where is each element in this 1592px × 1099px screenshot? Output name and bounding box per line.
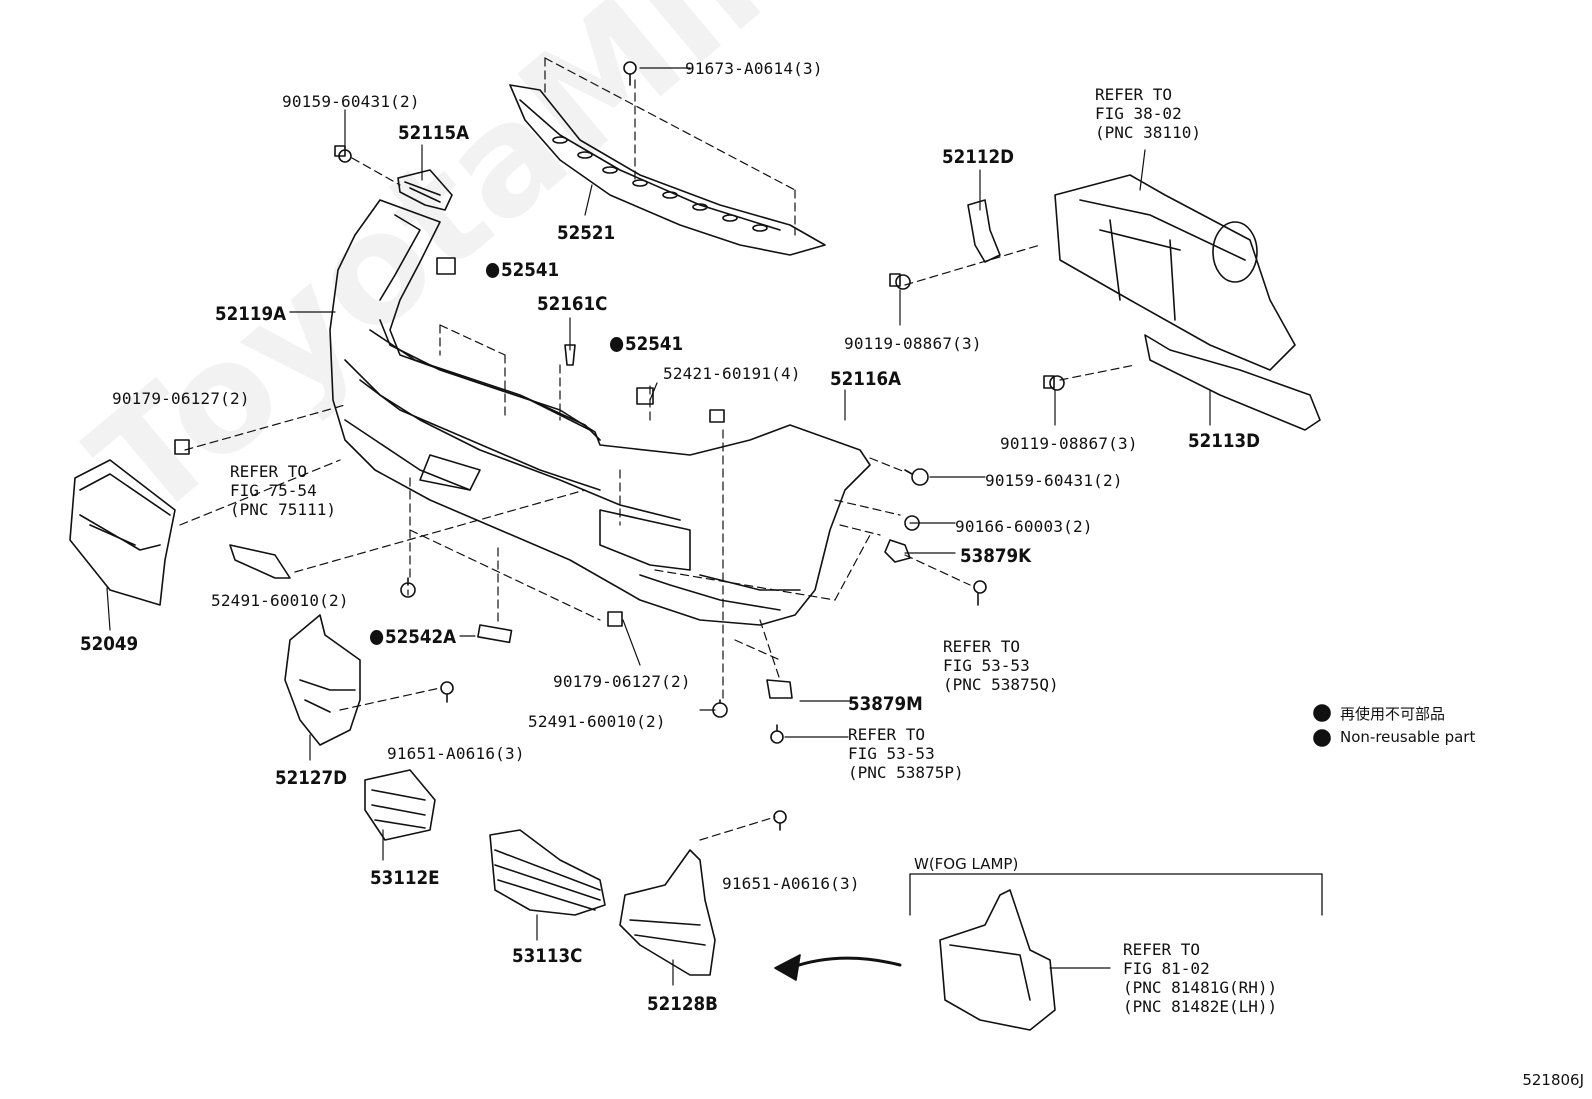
dashed-lines [179, 57, 1136, 841]
part-label-90179-06127-center: 90179-06127(2) [553, 672, 691, 691]
bumper-cover [329, 199, 871, 626]
part-label-52521: 52521 [557, 222, 616, 244]
bezel-52128B [619, 849, 716, 976]
part-label-90166-60003: 90166-60003(2) [955, 517, 1093, 536]
legend-dot-en [1313, 729, 1331, 747]
fasteners [334, 61, 1065, 831]
fog-cover-52049 [69, 459, 176, 606]
part-label-52119A: 52119A [215, 303, 287, 325]
part-label-52421-60191: 52421-60191(4) [663, 364, 801, 383]
leader-lines [106, 67, 1211, 986]
part-label-52541-upper: 52541 [486, 259, 559, 281]
part-label-90179-06127-left: 90179-06127(2) [112, 389, 250, 408]
part-label-91651-A0616-lower: 91651-A0616(3) [722, 874, 860, 893]
part-label-52128B: 52128B [647, 993, 718, 1015]
non-reusable-icon [486, 263, 500, 278]
part-label-52112D: 52112D [942, 146, 1015, 168]
part-label-52491-60010-left: 52491-60010(2) [211, 591, 349, 610]
clips [174, 257, 725, 644]
refer-to-fig-38-02: REFER TO FIG 38-02 (PNC 38110) [1095, 85, 1201, 142]
bracket-52491 [229, 544, 291, 579]
fog-lamp-frame [909, 873, 1323, 916]
grille-53112E [364, 769, 436, 841]
part-label-52127D: 52127D [275, 767, 348, 789]
radiator-support [1054, 174, 1296, 371]
non-reusable-icon [610, 337, 624, 352]
retainers [766, 539, 911, 699]
part-label-52541-lower: 52541 [610, 333, 683, 355]
bracket-52113D [1144, 334, 1321, 431]
part-label-91651-A0616-left: 91651-A0616(3) [387, 744, 525, 763]
part-label-53112E: 53112E [370, 867, 440, 889]
non-reusable-icon [370, 630, 384, 645]
part-label-52491-60010-center: 52491-60010(2) [528, 712, 666, 731]
install-arrow [774, 954, 902, 981]
grille-53113C [489, 829, 606, 916]
refer-to-fig-75-54: REFER TO FIG 75-54 (PNC 75111) [230, 462, 336, 519]
part-label-53879K: 53879K [960, 545, 1032, 567]
part-label-52116A: 52116A [830, 368, 902, 390]
refer-to-fig-53-53-q: REFER TO FIG 53-53 (PNC 53875Q) [943, 637, 1059, 694]
figure-code: 521806J [1522, 1071, 1584, 1089]
part-label-52542A: 52542A [370, 626, 456, 648]
part-label-52049: 52049 [80, 633, 139, 655]
legend-en: Non-reusable part [1340, 728, 1476, 746]
bracket-52127D [284, 614, 361, 746]
fog-lamp-variant-label: W(FOG LAMP) [914, 855, 1019, 873]
part-label-90159-60431-right: 90159-60431(2) [985, 471, 1123, 490]
bracket-52115A [397, 169, 453, 211]
part-label-90119-08867-upper: 90119-08867(3) [844, 334, 982, 353]
bracket-52112D [967, 199, 1001, 263]
part-label-53879M: 53879M [848, 693, 923, 715]
part-label-52161C: 52161C [537, 293, 608, 315]
fog-lamp-assy [939, 889, 1056, 1031]
part-label-90159-60431-upper: 90159-60431(2) [282, 92, 420, 111]
part-label-52115A: 52115A [398, 122, 470, 144]
refer-to-fig-53-53-p: REFER TO FIG 53-53 (PNC 53875P) [848, 725, 964, 782]
part-label-52113D: 52113D [1188, 430, 1261, 452]
part-label-90119-08867-lower: 90119-08867(3) [1000, 434, 1138, 453]
legend-jp: 再使用不可部品 [1340, 705, 1446, 723]
refer-to-fig-81-02: REFER TO FIG 81-02 (PNC 81481G(RH)) (PNC… [1123, 940, 1278, 1016]
part-label-53113C: 53113C [512, 945, 583, 967]
reinforcement [509, 84, 826, 256]
legend-dot-jp [1313, 704, 1331, 722]
part-label-91673-A0614: 91673-A0614(3) [685, 59, 823, 78]
